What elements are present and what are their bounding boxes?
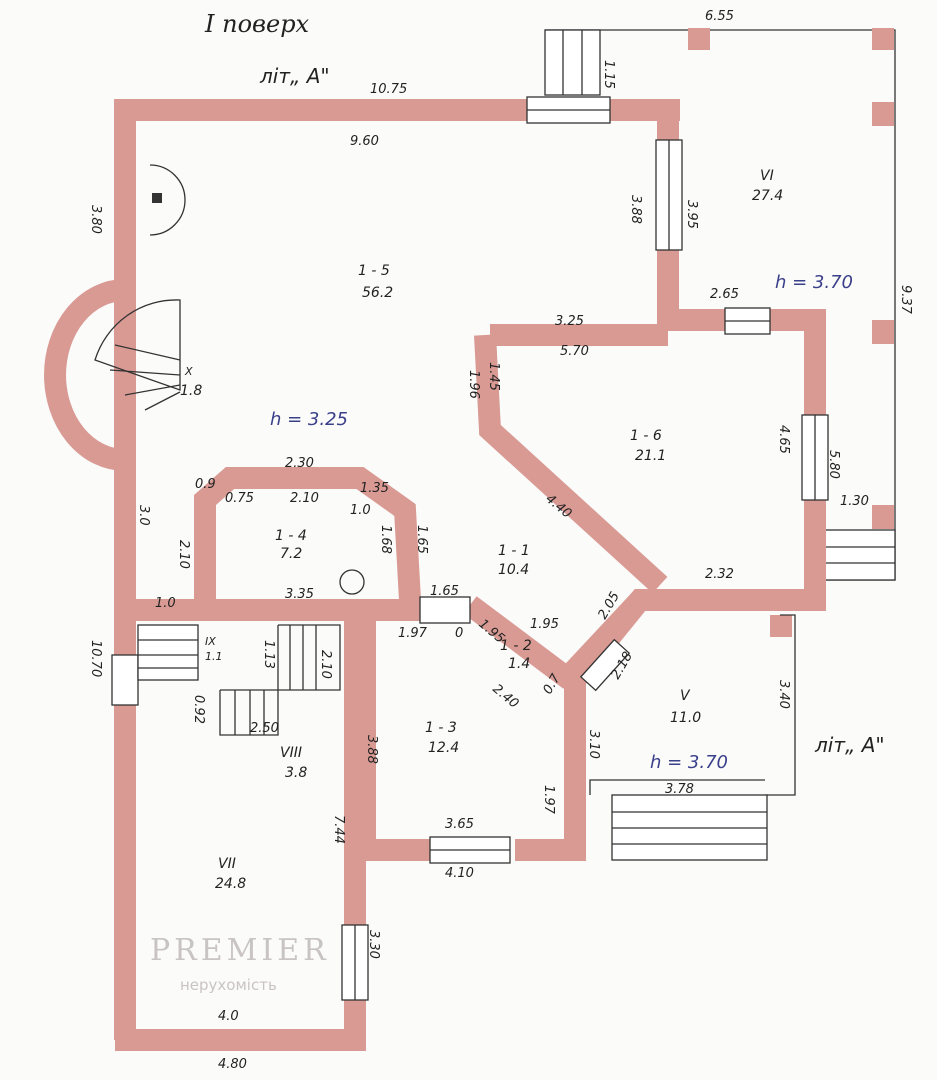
room-labels: 1 - 5 56.2 1 - 6 21.1 1 - 4 7.2 1 - 1 10… [180,168,853,892]
stairs [94,164,365,736]
dimension: 1.45 [486,362,501,391]
dimension: 3.10 [586,730,601,759]
dimension: 9.37 [898,285,913,315]
room-x-number: X [184,365,193,378]
dimension: 5.80 [826,450,841,479]
room-1-2-number: 1 - 2 [500,638,532,654]
dimension: 5.70 [560,344,589,359]
dimension: 3.40 [776,680,791,709]
room-1-4-area: 7.2 [280,546,302,562]
room-ix-number: IX [205,635,216,648]
porch-outline [589,529,896,861]
dimension: 4.65 [776,425,791,454]
room-v-number: V [680,688,691,704]
dimension: 1.97 [541,785,556,815]
dimension: 1.97 [398,626,428,641]
dimension: 2.50 [250,721,279,736]
dimension: 3.25 [555,314,584,329]
terrace-outline [544,28,896,637]
letter-a-label-right: літ„ А" [814,733,885,757]
dimension: 2.10 [176,540,191,569]
dimension: 1.68 [378,525,393,554]
dimension: 2.65 [710,287,739,302]
letter-a-label: літ„ А" [259,64,330,88]
room-1-5-number: 1 - 5 [358,263,390,279]
dimension: 1.30 [840,494,869,509]
dimension: 2.10 [318,650,333,679]
room-vii-area: 24.8 [215,876,246,892]
dimension: 3.35 [285,587,314,602]
dimension: 7.44 [331,815,346,844]
dimension: 3.30 [366,930,381,959]
dimension: 1.65 [414,525,429,554]
dimension: 2.32 [705,567,734,582]
dimension: 9.60 [350,134,379,149]
room-viii-number: VIII [280,745,302,761]
dimension: 2.30 [285,456,314,471]
dimension: 1.65 [430,584,459,599]
room-1-3-number: 1 - 3 [425,720,457,736]
dimension: 10.75 [370,82,407,97]
height-vi: h = 3.70 [775,272,853,293]
dimension: 4.0 [218,1009,239,1024]
dimension: 1.95 [530,617,559,632]
room-viii-area: 3.8 [285,765,307,781]
dimension: 3.65 [445,817,474,832]
room-1-1-number: 1 - 1 [498,543,530,559]
room-1-6-area: 21.1 [635,448,666,464]
room-v-area: 11.0 [670,710,701,726]
room-vi-number: VI [760,168,774,184]
room-1-1-area: 10.4 [498,562,529,578]
room-1-5-area: 56.2 [362,285,393,301]
dimension: 4.10 [445,866,474,881]
watermark-sub: нерухомість [180,976,277,994]
dimension: 6.55 [705,9,734,24]
dimension: 10.70 [88,640,103,677]
dimension: 3.95 [684,200,699,229]
dimension: 0.9 [195,477,216,492]
dimension: 1.0 [350,503,371,518]
room-x-area: 1.8 [180,383,202,399]
dimension: 1.0 [155,596,176,611]
dimension: 3.0 [136,505,151,526]
dimension: 0.75 [225,491,254,506]
height-main: h = 3.25 [270,409,348,430]
dimension: 3.88 [364,735,379,764]
floor-title: I поверх [204,10,310,38]
windows [111,96,829,1001]
dimension: 1.96 [466,370,481,399]
room-1-6-number: 1 - 6 [630,428,662,444]
height-v: h = 3.70 [650,752,728,773]
room-1-3-area: 12.4 [428,740,459,756]
room-vii-number: VII [218,856,236,872]
room-vi-area: 27.4 [752,188,783,204]
dimension: 1.15 [601,60,616,89]
dimension: 2.40 [489,682,521,712]
dimension: 3.88 [628,195,643,224]
dimension: 2.10 [290,491,319,506]
dimension: 1.35 [360,481,389,496]
walls [44,99,826,1051]
dimension: 1.13 [261,640,276,669]
room-ix-area: 1.1 [205,650,223,663]
dimension: 0.92 [191,695,206,724]
dimension: 3.78 [665,782,694,797]
dimension: 0 [455,626,463,641]
dimension: 4.80 [218,1057,247,1072]
room-1-4-number: 1 - 4 [275,528,307,544]
watermark-logo: PREMIER [150,933,330,968]
dimension: 3.80 [88,205,103,234]
room-1-2-area: 1.4 [508,656,530,672]
